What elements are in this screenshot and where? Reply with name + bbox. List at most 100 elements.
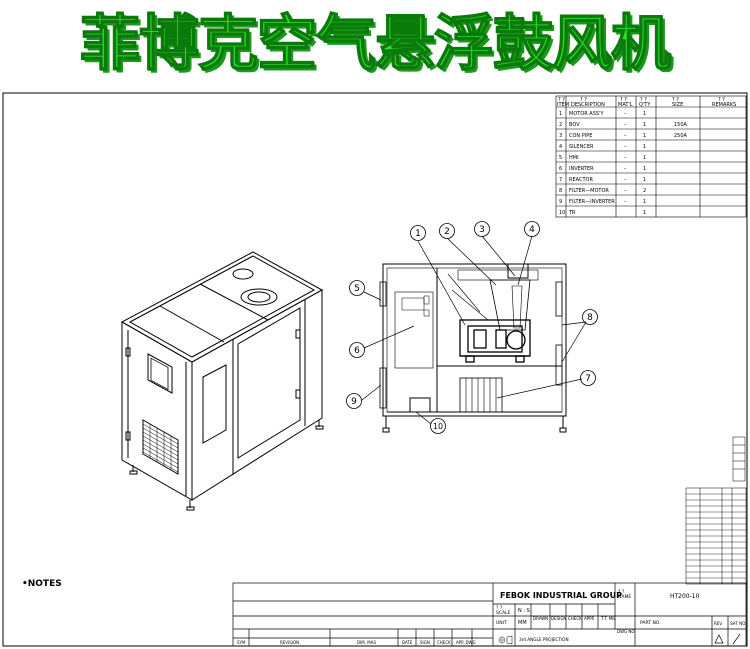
parts-cell-description: SILENCER [569, 144, 594, 150]
date-label: DATE [402, 640, 413, 645]
parts-list-table [555, 95, 747, 218]
title-text: 菲博克空气悬浮鼓风机 [79, 8, 672, 80]
callout-2: 2 [444, 227, 450, 237]
callout-9: 9 [351, 397, 357, 407]
ph-item: ? ? [558, 97, 565, 103]
banner-title: 菲博克空气悬浮鼓风机 [0, 4, 750, 84]
parts-cell-matl: – [624, 177, 627, 183]
drawing-frame [2, 92, 748, 647]
callout-lines [361, 235, 587, 425]
parts-cell-item: 1 [559, 111, 562, 117]
parts-cell-qty: 1 [643, 166, 646, 172]
revision-label: REVISION [280, 640, 299, 645]
dwg-no-label: DWG NO. [617, 629, 636, 634]
scale-value: N : S [518, 608, 530, 614]
parts-cell-qty: 1 [643, 177, 646, 183]
isometric-cabinet-view [120, 251, 324, 511]
parts-cell-item: 7 [559, 177, 562, 183]
part-no-label: PART NO. [640, 620, 661, 626]
dim-mas-label: DIM. MAS [357, 640, 376, 645]
parts-cell-description: HMI [569, 155, 579, 161]
parts-cell-qty: 1 [643, 144, 646, 150]
parts-cell-item: 10 [559, 210, 565, 216]
parts-cell-qty: 1 [643, 210, 646, 216]
notes-label: •NOTES [22, 579, 62, 589]
unit-label: UNIT [496, 620, 507, 626]
ph-size: SIZE [672, 102, 683, 108]
parts-cell-matl: – [624, 122, 627, 128]
parts-cell-description: INVERTER [569, 166, 594, 172]
projection: 3rd ANGLE PROJECTION [519, 637, 569, 642]
mini-spec-table [685, 436, 747, 585]
parts-cell-item: 2 [559, 122, 562, 128]
parts-cell-size: 250A [674, 133, 688, 139]
ph-desc: DESCRIPTION [571, 102, 605, 108]
ph-matl: MAT'L [618, 102, 633, 108]
parts-cell-matl: – [624, 188, 627, 194]
projection-symbol [498, 635, 513, 645]
ph-qty-glyph: ? ? [640, 97, 647, 103]
parts-cell-description: CON PIPE [569, 133, 592, 139]
callout-10: 10 [433, 422, 443, 431]
rev-triangle [714, 633, 741, 645]
parts-cell-matl: – [624, 155, 627, 161]
parts-cell-matl: – [624, 166, 627, 172]
parts-cell-description: FILTER—INVERTER [569, 199, 615, 205]
parts-cell-qty: 1 [643, 199, 646, 205]
drawn-label: DRAWN [533, 616, 548, 621]
parts-cell-qty: 1 [643, 155, 646, 161]
callout-7: 7 [585, 374, 591, 384]
ph-matl-glyph: ? ? [620, 97, 627, 103]
parts-cell-description: FILTER—MOTOR [569, 188, 609, 194]
ph-remarks-glyph: ? ? [718, 97, 725, 103]
ph-item-label: ITEM [557, 102, 569, 108]
rev-label: REV. [714, 621, 723, 626]
parts-cell-description: MOTOR ASS'Y [569, 111, 604, 117]
scale-label: SCALE [496, 610, 511, 616]
callout-6: 6 [354, 346, 360, 356]
name-label: NAME [618, 594, 631, 600]
parts-cell-qty: 1 [643, 133, 646, 139]
parts-cell-matl: – [624, 144, 627, 150]
callout-4: 4 [529, 225, 535, 235]
check2-label: CHECK [437, 640, 451, 645]
parts-cell-item: 3 [559, 133, 562, 139]
parts-cell-matl: – [624, 111, 627, 117]
ph-desc-glyph: ? ? [580, 97, 587, 103]
parts-cell-description: BOV [569, 122, 580, 128]
parts-cell-qty: 2 [643, 188, 646, 194]
parts-cell-item: 4 [559, 144, 562, 150]
parts-cell-item: 5 [559, 155, 562, 161]
sht-no-label: SHT NO. [730, 621, 747, 626]
parts-cell-size: 150A [674, 122, 688, 128]
callout-1: 1 [415, 229, 421, 239]
parts-cell-matl: – [624, 133, 627, 139]
ttmil-label: T.T. MIL [600, 616, 616, 621]
check-label: CHECK [568, 616, 582, 621]
parts-cell-description: REACTOR [569, 177, 593, 183]
appr-label: APPR [584, 616, 595, 621]
section-view [379, 263, 567, 433]
parts-cell-matl: – [624, 199, 627, 205]
ph-qty: Q'TY [639, 102, 651, 108]
parts-cell-item: 8 [559, 188, 562, 194]
ph-remarks: REMARKS [712, 102, 736, 108]
sign-label: SIGN [420, 640, 430, 645]
parts-cell-qty: 1 [643, 111, 646, 117]
parts-cell-item: 6 [559, 166, 562, 172]
unit-value: MM [518, 620, 527, 626]
callout-markers [346, 221, 598, 434]
callout-8: 8 [587, 313, 593, 323]
company-name: FEBOK INDUSTRIAL GROUP [500, 591, 622, 600]
title-block [232, 582, 747, 647]
name-label-glyph: ? ? [618, 589, 625, 595]
technical-drawing: 1 2 3 4 5 6 8 7 9 10 ? ? ITEM ? ? DESCRI… [2, 92, 748, 647]
scale-label-glyph: ? ? [496, 605, 503, 611]
parts-cell-description: TR [568, 210, 576, 216]
name-value: HT200-10 [670, 593, 700, 600]
callout-3: 3 [479, 225, 485, 235]
app-dwg-label: APP. DWG [456, 640, 476, 645]
design-label: DESIGN [551, 616, 566, 621]
callout-5: 5 [354, 284, 360, 294]
parts-cell-item: 9 [559, 199, 562, 205]
